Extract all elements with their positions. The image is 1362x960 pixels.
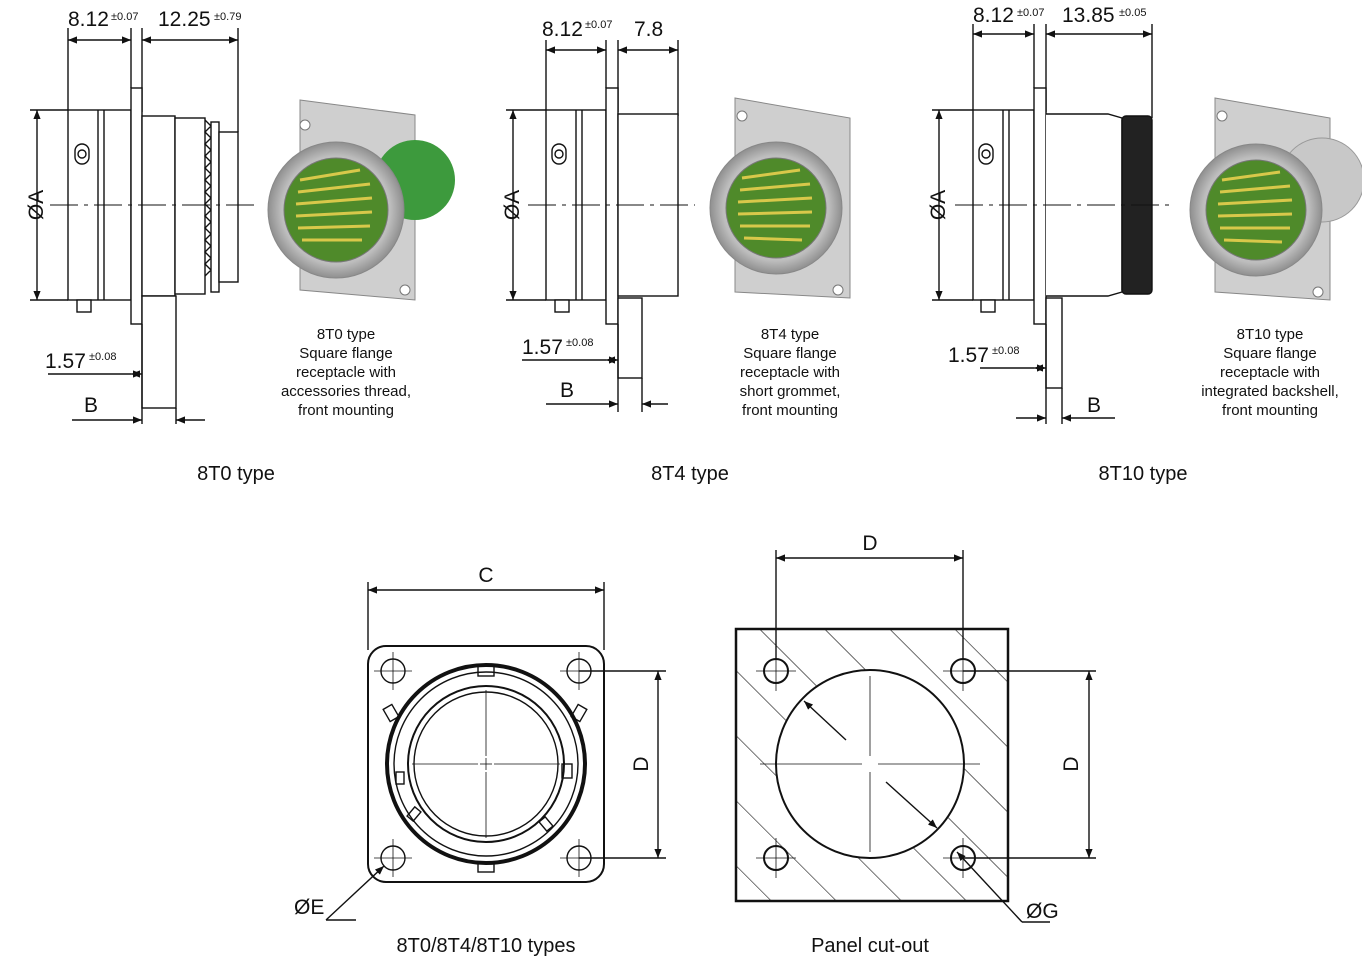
svg-text:front mounting: front mounting: [742, 402, 838, 419]
dims-8t4: 8.12 ±0.07 7.8 ØA 1.57 ±0.08 B: [501, 18, 663, 402]
svg-text:accessories thread,: accessories thread,: [281, 383, 411, 400]
svg-text:short grommet,: short grommet,: [740, 383, 841, 400]
caption-8t4: 8T4 type: [651, 463, 729, 485]
svg-text:13.85: 13.85: [1062, 4, 1115, 27]
thickness-tol: ±0.08: [89, 351, 116, 363]
round-connector-render-icon: [267, 99, 455, 301]
svg-text:ØE: ØE: [294, 896, 324, 919]
thickness-value: 1.57: [45, 350, 86, 373]
svg-text:8T0 type: 8T0 type: [317, 326, 375, 343]
svg-text:8.12: 8.12: [973, 4, 1014, 27]
svg-text:±0.05: ±0.05: [1119, 7, 1146, 19]
svg-text:1.57: 1.57: [948, 344, 989, 367]
svg-text:D: D: [862, 532, 877, 555]
desc-8t4: 8T4 type Square flange receptacle with s…: [740, 326, 841, 419]
dims-8t0: 8.12 ±0.07 12.25 ±0.79 ØA 1.57 ±0.08 B: [25, 8, 241, 417]
svg-text:±0.07: ±0.07: [1017, 7, 1044, 19]
svg-text:8T4 type: 8T4 type: [761, 326, 819, 343]
b-label: B: [84, 394, 98, 417]
desc-8t10: 8T10 type Square flange receptacle with …: [1201, 326, 1339, 419]
svg-text:B: B: [560, 379, 574, 402]
desc-8t0: 8T0 type Square flange receptacle with a…: [281, 326, 411, 419]
front-view: [325, 582, 666, 921]
svg-text:front mounting: front mounting: [298, 402, 394, 419]
caption-8t10: 8T10 type: [1099, 463, 1188, 485]
svg-text:ØA: ØA: [927, 190, 950, 220]
svg-text:receptacle with: receptacle with: [740, 364, 840, 381]
svg-text:D: D: [1060, 756, 1083, 771]
caption-8t0: 8T0 type: [197, 463, 275, 485]
svg-text:1.57: 1.57: [522, 336, 563, 359]
side-view-8t0: [30, 28, 255, 424]
flange-length-value: 8.12: [68, 8, 109, 31]
svg-text:±0.08: ±0.08: [992, 345, 1019, 357]
panel-cutout-labels: D D ØG: [862, 532, 1083, 923]
caption-front: 8T0/8T4/8T10 types: [397, 935, 576, 957]
svg-text:B: B: [1087, 394, 1101, 417]
svg-text:Square flange: Square flange: [743, 345, 836, 362]
dims-8t10: 8.12 ±0.07 13.85 ±0.05 ØA 1.57 ±0.08 B: [927, 4, 1146, 417]
svg-text:D: D: [630, 756, 653, 771]
body-length-tol: ±0.79: [214, 11, 241, 23]
svg-text:±0.07: ±0.07: [585, 19, 612, 31]
svg-text:8.12: 8.12: [542, 18, 583, 41]
svg-text:Square flange: Square flange: [1223, 345, 1316, 362]
round-connector-render-icon: [1189, 97, 1362, 301]
svg-text:ØA: ØA: [501, 190, 524, 220]
svg-text:8T10 type: 8T10 type: [1237, 326, 1304, 343]
round-connector-render-icon: [709, 97, 851, 299]
svg-text:ØG: ØG: [1026, 900, 1059, 923]
side-view-8t10: [932, 24, 1170, 424]
svg-text:receptacle with: receptacle with: [296, 364, 396, 381]
flange-length-tol: ±0.07: [111, 11, 138, 23]
svg-text:±0.08: ±0.08: [566, 337, 593, 349]
svg-text:C: C: [478, 564, 493, 587]
caption-cutout: Panel cut-out: [811, 935, 929, 957]
body-length-value: 12.25: [158, 8, 211, 31]
panel-cutout: [734, 550, 1096, 923]
front-view-labels: C D ØE: [294, 564, 653, 919]
svg-text:Square flange: Square flange: [299, 345, 392, 362]
svg-text:integrated backshell,: integrated backshell,: [1201, 383, 1339, 400]
svg-text:7.8: 7.8: [634, 18, 663, 41]
side-view-8t4: [506, 40, 695, 412]
svg-text:receptacle with: receptacle with: [1220, 364, 1320, 381]
diameter-a-label: ØA: [25, 190, 48, 220]
svg-text:front mounting: front mounting: [1222, 402, 1318, 419]
